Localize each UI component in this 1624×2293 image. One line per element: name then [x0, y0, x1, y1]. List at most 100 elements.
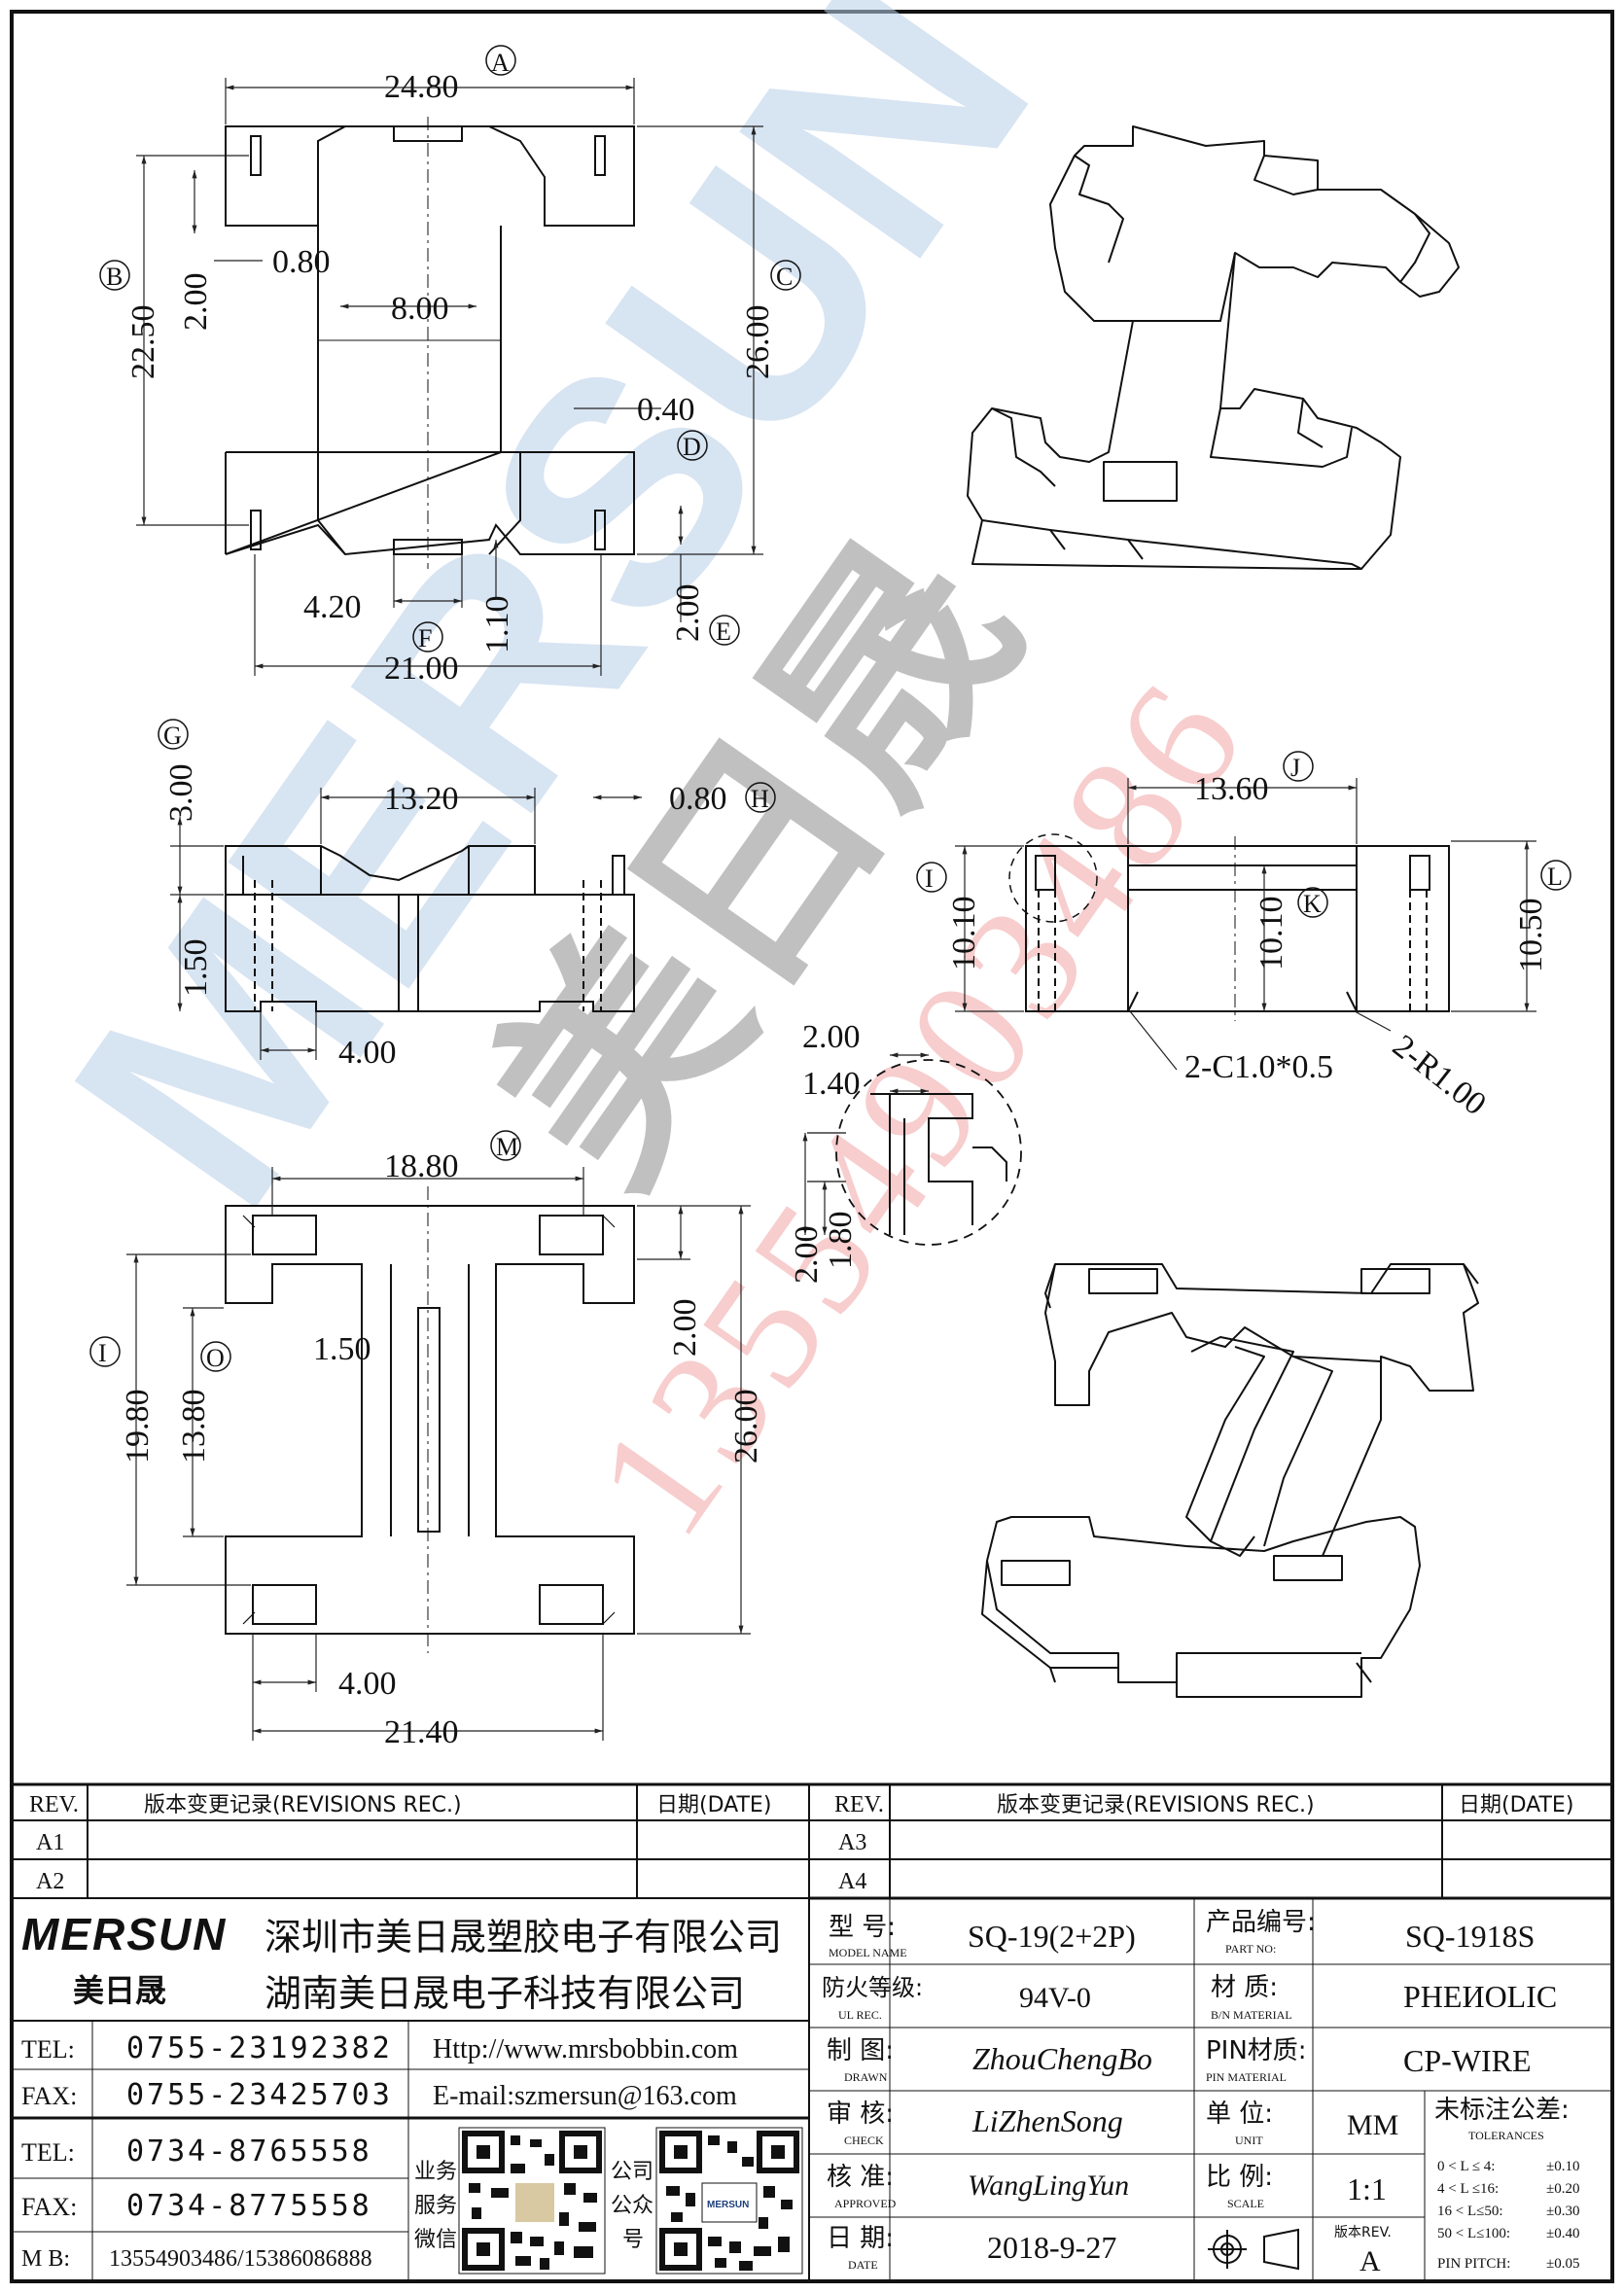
- dim-2.00-E: 2.00: [670, 584, 706, 643]
- tag-I: I: [925, 864, 934, 893]
- tol-range-1: 0 < L ≤ 4:: [1437, 2159, 1495, 2174]
- dim-0.80: 0.80: [272, 244, 331, 280]
- date-label-en: DATE: [848, 2258, 878, 2272]
- rev-a1: A1: [36, 1830, 64, 1855]
- tol-range-4: 50 < L≤100:: [1437, 2226, 1510, 2241]
- rev-rec-right: 版本变更记录(REVISIONS REC.): [997, 1793, 1315, 1817]
- tag-F: F: [418, 624, 432, 653]
- dim-8.00: 8.00: [391, 291, 449, 327]
- iso-view-top: [967, 125, 1460, 570]
- date-header-left: 日期(DATE): [656, 1793, 771, 1817]
- rev-header-right: REV.: [834, 1792, 884, 1817]
- tag-J: J: [1290, 754, 1300, 782]
- company-logo: MERSUN: [21, 1909, 227, 1959]
- contact-value-1: 0755-23192382: [126, 2031, 393, 2065]
- drawn-label-en: DRAWN: [844, 2070, 888, 2084]
- tol-range-3: 16 < L≤50:: [1437, 2204, 1503, 2219]
- projection-symbol: [1208, 2228, 1299, 2271]
- dim-detail-1.40: 1.40: [802, 1066, 861, 1102]
- appr-label-en: APPROVED: [834, 2197, 897, 2210]
- contact-label-3: TEL:: [21, 2138, 75, 2167]
- tag-D: D: [683, 433, 701, 461]
- model-value: SQ-19(2+2P): [968, 1919, 1136, 1954]
- rev-a2: A2: [36, 1869, 64, 1894]
- drawn-label-cn: 制 图:: [827, 2036, 894, 2065]
- tag-O: O: [206, 1344, 225, 1372]
- dim-10.50: 10.50: [1513, 899, 1549, 973]
- website: Http://www.mrsbobbin.com: [433, 2034, 738, 2064]
- dim-0.40: 0.40: [637, 392, 695, 428]
- dim-2.00-right: 2.00: [667, 1299, 703, 1358]
- tag-A: A: [491, 49, 510, 77]
- tag-K: K: [1303, 890, 1322, 918]
- part-value: SQ-1918S: [1405, 1919, 1535, 1954]
- appr-label-cn: 核 准:: [827, 2163, 894, 2192]
- tag-I-bottom: I: [98, 1339, 107, 1367]
- dim-chamfer: 2-C1.0*0.5: [1184, 1049, 1333, 1085]
- date-value: 2018-9-27: [987, 2230, 1116, 2265]
- scale-value: 1:1: [1347, 2171, 1387, 2206]
- side-view-dims: [955, 778, 1536, 1071]
- unit-value: MM: [1347, 2109, 1398, 2141]
- dim-B: 22.50: [125, 305, 161, 380]
- company-name-1: 深圳市美日晟塑胶电子有限公司: [265, 1916, 782, 1958]
- dim-4.00-front: 4.00: [338, 1035, 397, 1071]
- tag-B: B: [106, 263, 123, 291]
- mat-label-cn: 材 质:: [1211, 1973, 1278, 2002]
- ul-label-en: UL REC.: [838, 2008, 882, 2022]
- dim-0.80-H: 0.80: [669, 781, 727, 817]
- tag-E: E: [716, 617, 731, 646]
- contact-value-2: 0755-23425703: [126, 2078, 393, 2112]
- dim-13.80: 13.80: [176, 1390, 212, 1464]
- contact-value-5: 13554903486/15386086888: [109, 2246, 372, 2272]
- contact-label-2: FAX:: [21, 2082, 77, 2110]
- front-view: [225, 845, 635, 1012]
- tol-value-3: ±0.30: [1546, 2204, 1579, 2219]
- dim-18.80: 18.80: [384, 1148, 459, 1184]
- qr1-label-2: 服务: [414, 2194, 457, 2218]
- rev-a3: A3: [838, 1830, 866, 1855]
- dim-21.00: 21.00: [384, 651, 459, 687]
- appr-value: WangLingYun: [968, 2170, 1129, 2202]
- qr2-label-3: 号: [622, 2228, 644, 2252]
- side-view: [1008, 833, 1450, 1021]
- dim-10.10-I: 10.10: [946, 897, 982, 971]
- dim-2.00-top: 2.00: [178, 273, 214, 332]
- qr1-label-3: 微信: [414, 2228, 457, 2252]
- dim-13.60: 13.60: [1194, 771, 1269, 807]
- bottom-view: [225, 1186, 635, 1653]
- qr2-label-2: 公众: [611, 2194, 653, 2218]
- date-header-right: 日期(DATE): [1459, 1793, 1573, 1817]
- top-view-labels: 24.80 A 22.50 B 26.00 C 0.80 2.00 8.00 0…: [99, 45, 801, 687]
- tol-label-cn: 未标注公差:: [1434, 2096, 1570, 2125]
- dim-detail-1.80-v: 1.80: [823, 1212, 859, 1270]
- qr2-label-1: 公司: [611, 2160, 653, 2184]
- dim-1.50: 1.50: [178, 939, 214, 998]
- ver-label: 版本REV.: [1334, 2225, 1392, 2240]
- company-name-2: 湖南美日晟电子科技有限公司: [265, 1972, 745, 2015]
- dim-1.10: 1.10: [479, 596, 515, 654]
- dim-4.20: 4.20: [303, 589, 362, 625]
- model-label-en: MODEL NAME: [829, 1946, 907, 1959]
- unit-label-en: UNIT: [1235, 2134, 1263, 2147]
- model-label-cn: 型 号:: [829, 1913, 896, 1942]
- tol-value-1: ±0.10: [1546, 2159, 1579, 2174]
- dim-4.00-bottom: 4.00: [338, 1666, 397, 1702]
- mat-value: PHEИOLIC: [1403, 1979, 1557, 2014]
- dim-3.00: 3.00: [163, 764, 199, 823]
- dim-radius: 2-R1.00: [1386, 1028, 1493, 1122]
- dim-detail-2.00-v: 2.00: [789, 1226, 825, 1285]
- front-view-labels: G 3.00 13.20 0.80 H 1.50 4.00: [158, 719, 776, 1071]
- pin-value: CP-WIRE: [1403, 2043, 1532, 2078]
- title-block-text: REV. 版本变更记录(REVISIONS REC.) 日期(DATE) A1 …: [21, 1792, 1579, 2277]
- bottom-view-dims: [126, 1167, 751, 1741]
- contact-label-4: FAX:: [21, 2193, 77, 2221]
- detail-view: [807, 1059, 1022, 1246]
- email: E-mail:szmersun@163.com: [433, 2081, 737, 2111]
- top-view-dims: [136, 78, 763, 676]
- dim-1.50-slot: 1.50: [313, 1331, 371, 1367]
- tag-C: C: [776, 263, 793, 291]
- company-logo-cn: 美日晟: [73, 1972, 166, 2009]
- qr-code-wechat: [458, 2127, 606, 2275]
